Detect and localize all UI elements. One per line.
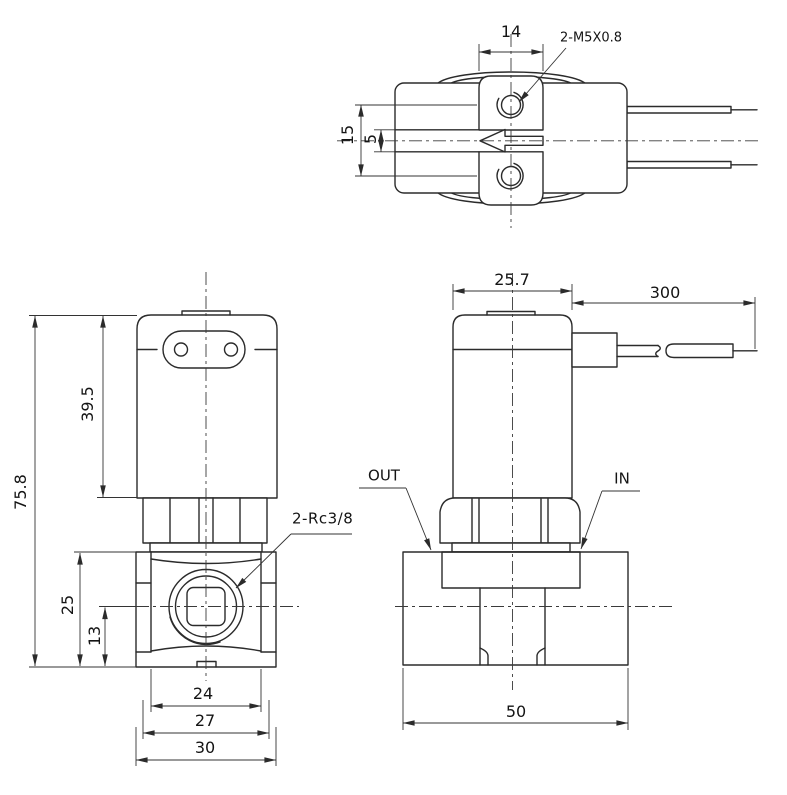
top-view-drawing [337, 34, 762, 228]
thread-callout-label: 2-M5X0.8 [560, 30, 623, 46]
dim-label-port-center: 13 [85, 625, 104, 647]
dim-label-hole-spacing: 15 [338, 124, 357, 146]
dim-label-width-30: 30 [194, 738, 216, 757]
dim-label-width-27: 27 [194, 711, 216, 730]
dim-label-slot-width: 5 [361, 133, 380, 145]
dim-label-coil-height: 39.5 [78, 386, 97, 422]
in-port-label: IN [614, 469, 630, 488]
port-callout-label: 2-Rc3/8 [292, 509, 354, 528]
dim-label-coil-width: 25.7 [494, 270, 530, 289]
dim-label-body-width: 50 [505, 702, 527, 721]
dim-label-overall-height: 75.8 [11, 474, 30, 510]
dim-label-cable-length: 300 [649, 283, 681, 302]
side-view-drawing [359, 273, 758, 730]
dim-label-width-24: 24 [192, 684, 214, 703]
out-port-label: OUT [368, 466, 400, 485]
front-view-drawing [29, 272, 352, 766]
dim-label-boss-width: 14 [500, 22, 522, 41]
dim-label-body-height: 25 [58, 594, 77, 616]
